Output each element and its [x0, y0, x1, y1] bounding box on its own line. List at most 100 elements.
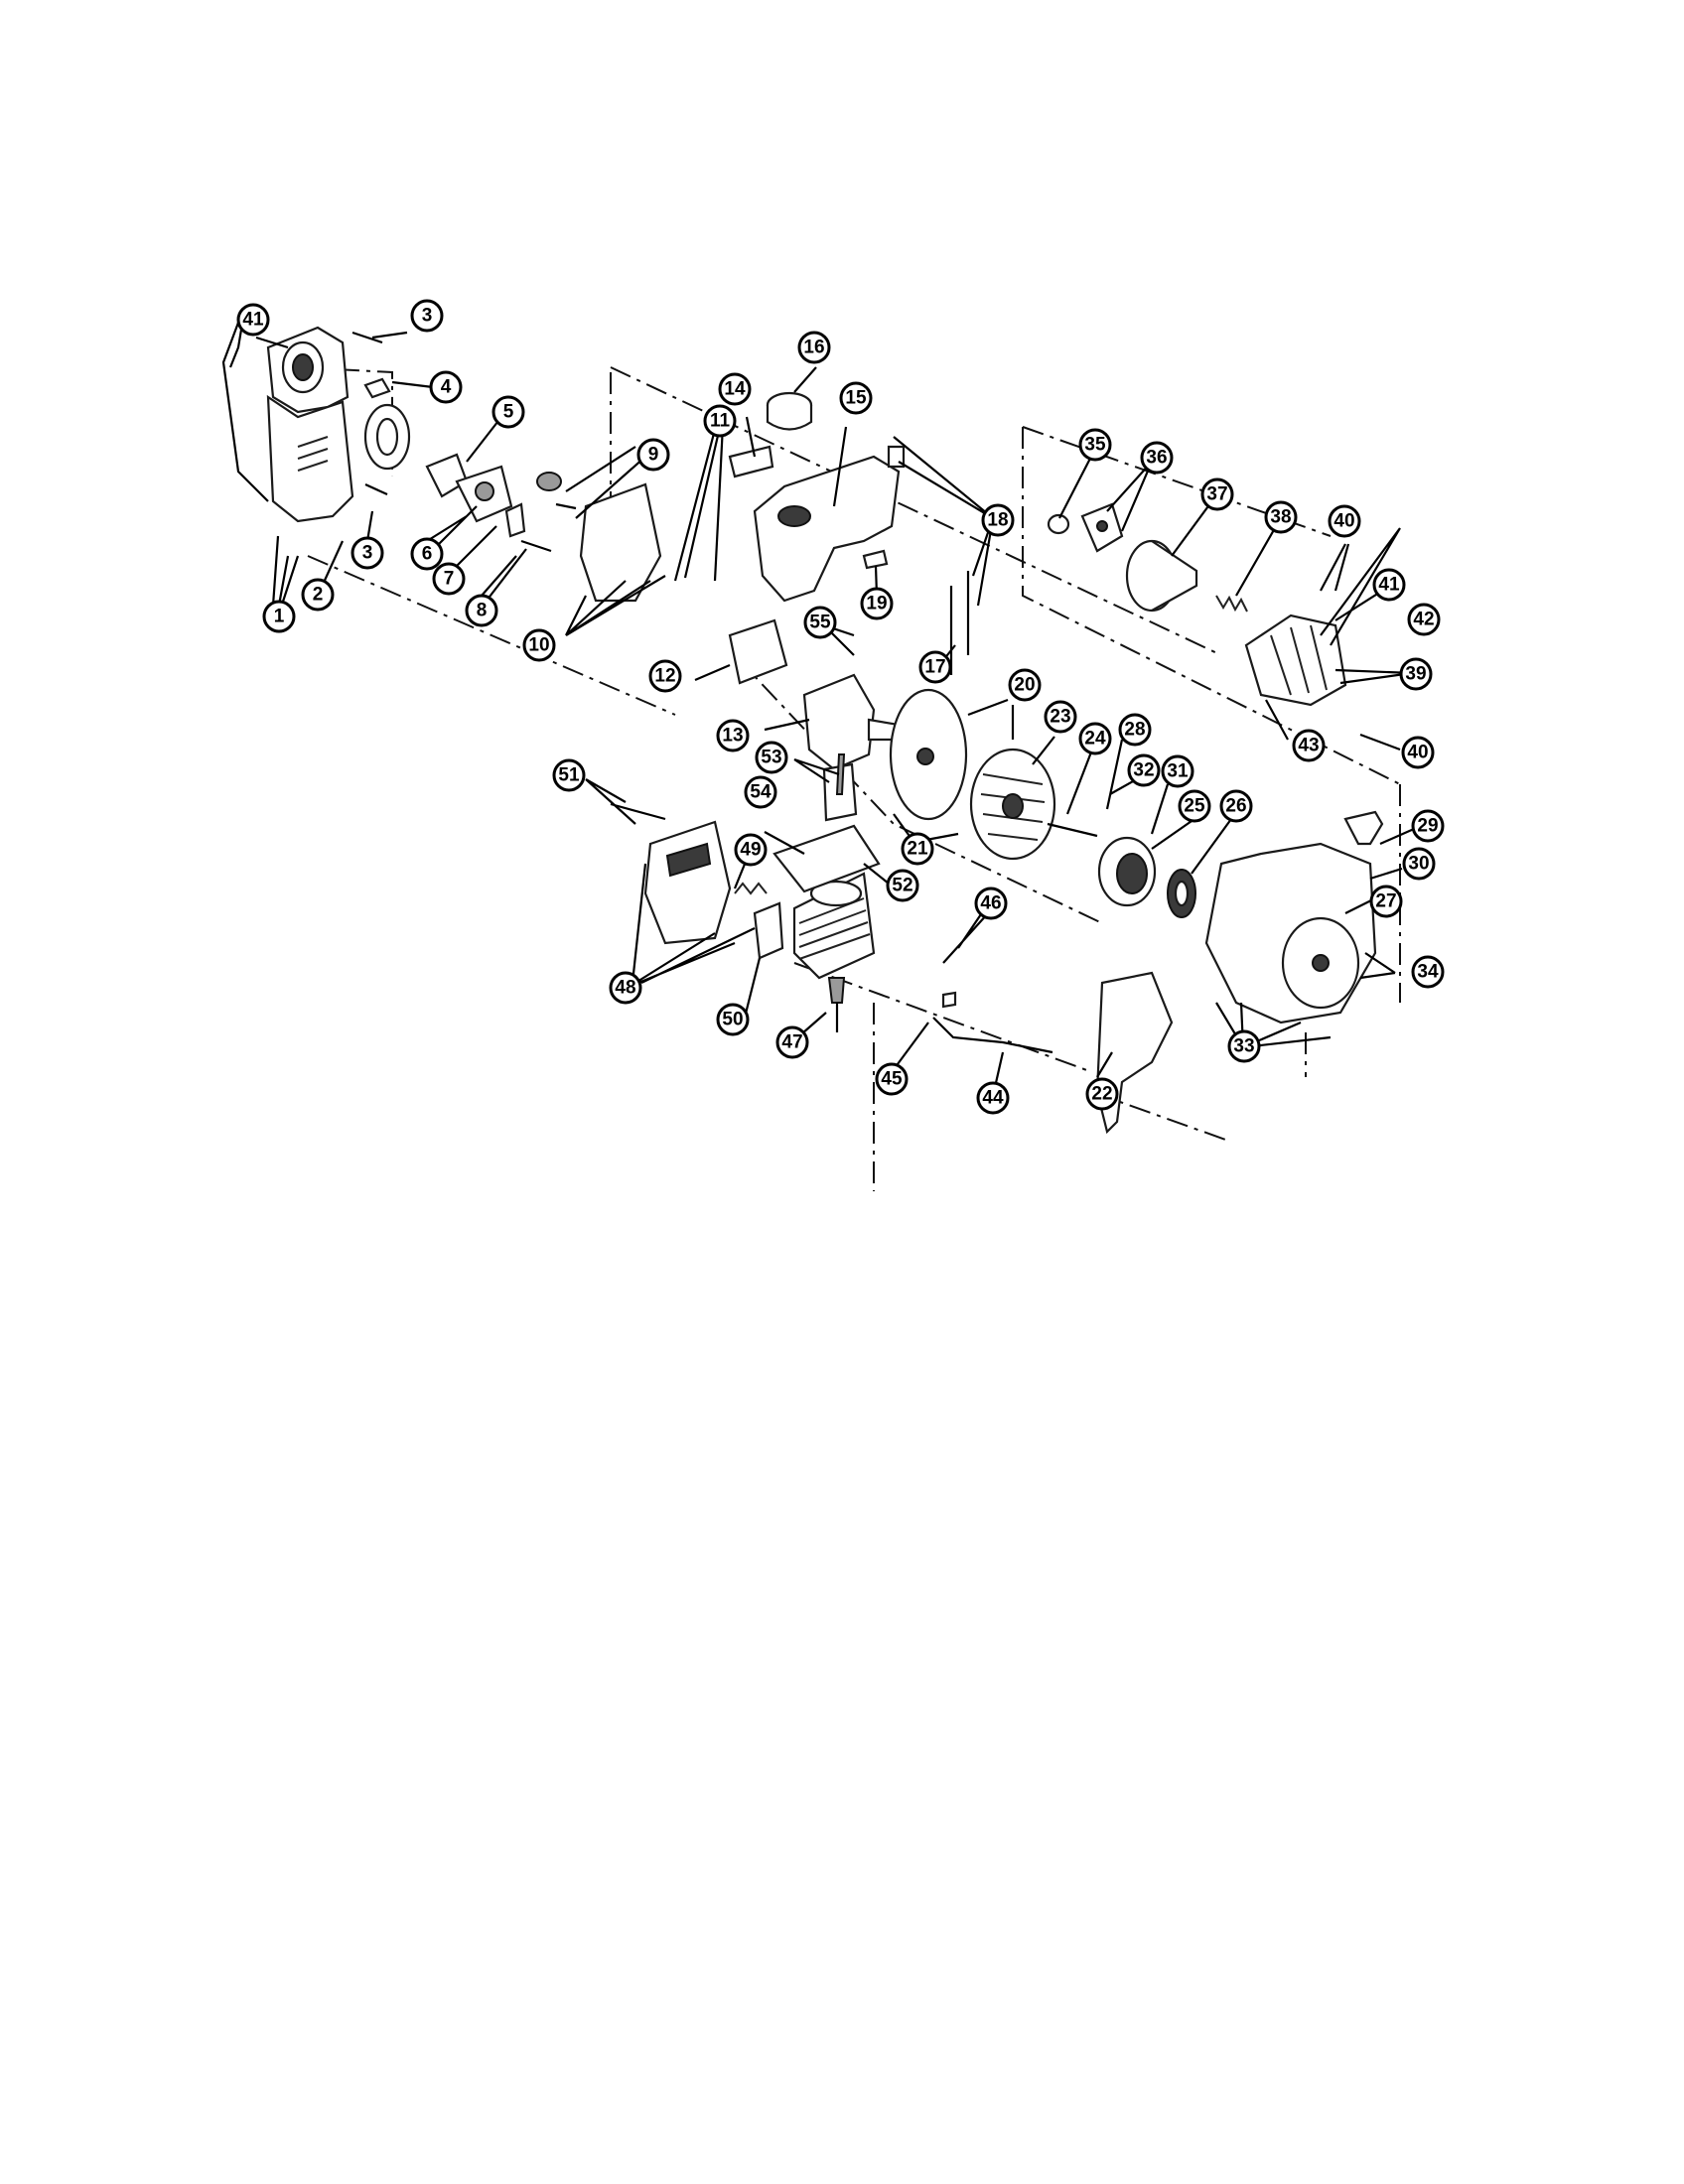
callout-label: 45: [881, 1069, 903, 1090]
callout-21: 21: [901, 832, 934, 866]
callout-34: 34: [1411, 955, 1445, 989]
callout-label: 48: [615, 978, 635, 999]
callout-label: 51: [558, 765, 580, 786]
cylinder-gasket: [772, 824, 881, 893]
callout-label: 31: [1167, 761, 1189, 782]
callout-46: 46: [974, 887, 1008, 920]
callout-label: 9: [648, 445, 659, 466]
callout-33: 33: [1227, 1029, 1261, 1063]
callout-14: 14: [718, 372, 752, 406]
clutch-washer: [1047, 513, 1070, 535]
callout-40: 40: [1401, 736, 1435, 769]
callout-label: 24: [1084, 729, 1106, 750]
callout-label: 7: [444, 569, 455, 590]
housing-screws: [351, 331, 388, 496]
callout-label: 28: [1124, 720, 1145, 741]
muffler: [643, 820, 732, 945]
callout-label: 17: [924, 657, 945, 678]
callout-18: 18: [981, 503, 1015, 537]
callout-label: 33: [1233, 1036, 1254, 1057]
callout-label: 46: [980, 893, 1001, 914]
callout-label: 23: [1050, 707, 1070, 728]
callout-label: 8: [477, 601, 488, 621]
primer-fittings: [536, 472, 577, 510]
callout-51: 51: [552, 758, 586, 792]
callout-label: 18: [987, 510, 1008, 531]
starter-pulley: [1097, 836, 1157, 907]
callout-41: 41: [1372, 568, 1406, 602]
fuel-line-clip: [728, 445, 774, 478]
starter-handle: [1343, 810, 1384, 846]
callout-label: 29: [1417, 816, 1438, 837]
callout-15: 15: [839, 381, 873, 415]
callout-label: 52: [892, 876, 912, 896]
callout-label: 20: [1014, 675, 1035, 696]
callout-label: 19: [866, 594, 887, 614]
callout-6: 6: [410, 537, 444, 571]
starter-housing: [1204, 842, 1377, 1024]
callout-42: 42: [1407, 603, 1441, 636]
callout-5: 5: [491, 395, 525, 429]
callout-8: 8: [465, 594, 498, 627]
callout-label: 11: [710, 411, 731, 432]
callout-label: 44: [982, 1088, 1004, 1109]
starter-spring: [1167, 869, 1196, 918]
callout-7: 7: [432, 562, 466, 596]
callout-3: 3: [410, 299, 444, 333]
callout-label: 5: [503, 402, 514, 423]
crankcase: [802, 673, 901, 771]
callout-label: 49: [740, 840, 761, 861]
fuel-cap: [766, 391, 813, 431]
intake-gasket: [728, 618, 788, 685]
callout-label: 6: [422, 544, 433, 565]
stop-switch-wire: [932, 1017, 1053, 1054]
callout-55: 55: [803, 606, 837, 639]
callout-label: 26: [1225, 796, 1246, 817]
callout-2: 2: [301, 578, 335, 612]
callout-label: 37: [1206, 484, 1227, 505]
clutch-housing: [1244, 614, 1347, 707]
callout-label: 53: [761, 748, 781, 768]
muffler-bolts: [610, 802, 666, 821]
callout-44: 44: [976, 1081, 1010, 1115]
callout-label: 22: [1091, 1084, 1112, 1105]
clutch-spring: [1215, 595, 1248, 613]
callout-label: 15: [845, 388, 867, 409]
callout-25: 25: [1178, 789, 1211, 823]
callout-28: 28: [1118, 713, 1152, 747]
callout-label: 13: [722, 726, 743, 747]
callout-label: 30: [1408, 854, 1429, 875]
callout-48: 48: [609, 971, 642, 1005]
callout-47: 47: [775, 1025, 809, 1059]
callout-label: 35: [1084, 435, 1106, 456]
callout-19: 19: [860, 587, 894, 620]
callout-24: 24: [1078, 722, 1112, 755]
callout-label: 10: [528, 635, 549, 656]
callout-label: 41: [242, 310, 264, 331]
callout-37: 37: [1200, 478, 1234, 511]
callout-40: 40: [1328, 504, 1361, 538]
callout-50: 50: [716, 1003, 750, 1036]
drive-shaft: [1047, 822, 1098, 838]
callout-16: 16: [797, 331, 831, 364]
callout-label: 1: [274, 607, 285, 627]
callout-label: 43: [1298, 736, 1319, 756]
callout-label: 40: [1333, 511, 1354, 532]
cylinder: [792, 872, 876, 980]
callout-label: 39: [1405, 664, 1426, 685]
callout-label: 4: [441, 377, 452, 398]
clutch-drum: [1125, 539, 1198, 613]
air-filter: [363, 403, 411, 471]
callout-label: 54: [750, 782, 772, 803]
callout-label: 42: [1413, 610, 1434, 630]
callout-29: 29: [1411, 809, 1445, 843]
callout-3: 3: [351, 536, 384, 570]
callout-label: 3: [422, 306, 433, 327]
wire-clamp: [941, 991, 957, 1009]
callout-53: 53: [755, 741, 788, 774]
grommet: [862, 549, 889, 570]
callout-52: 52: [886, 869, 919, 902]
callout-label: 36: [1146, 448, 1167, 469]
callout-11: 11: [703, 404, 737, 438]
fuel-tank: [753, 455, 901, 603]
